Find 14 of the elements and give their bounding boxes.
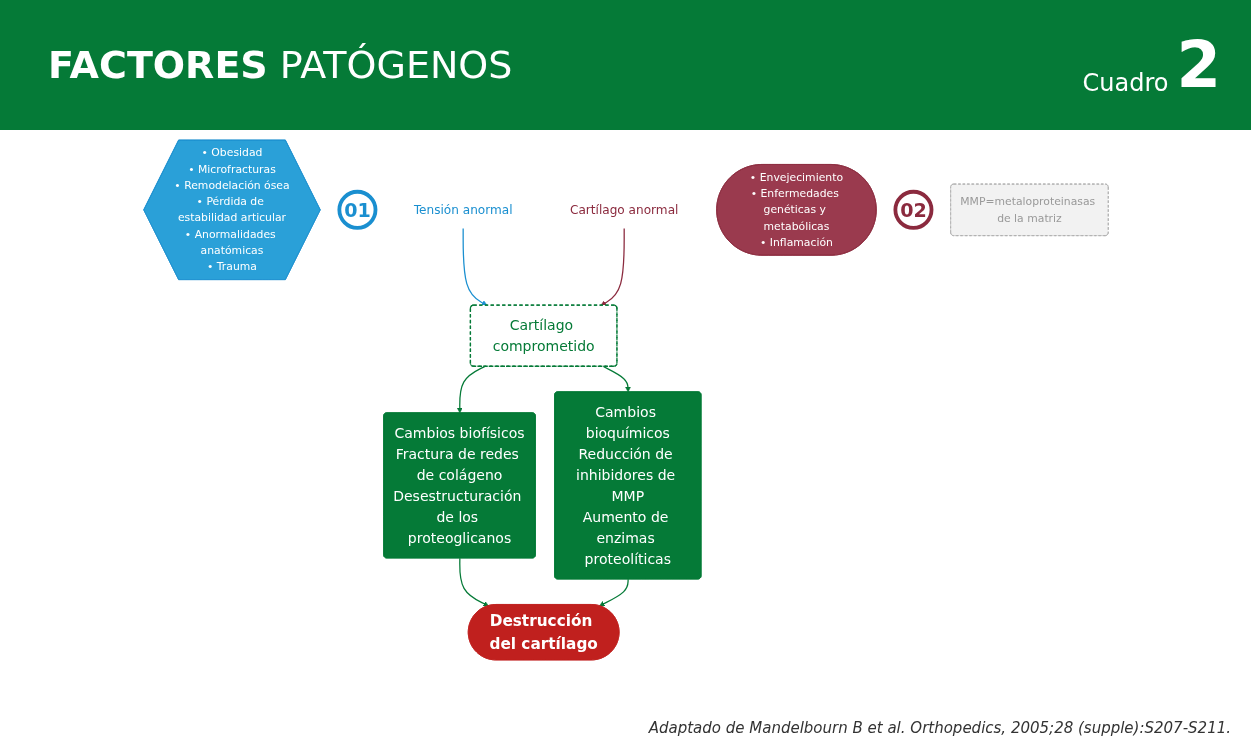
caption: Adaptado de Mandelbourn B et al. Orthopedics, 2005;28 (supple):S207-S211. bbox=[648, 719, 1231, 737]
box-number: 2 bbox=[1176, 33, 1221, 97]
box-label: Cuadro bbox=[1082, 69, 1169, 97]
arrow bbox=[458, 557, 489, 607]
node-text: Tensión anormal bbox=[413, 202, 513, 217]
node-text: Cartílago anormal bbox=[569, 202, 678, 217]
arrow bbox=[456, 365, 485, 414]
title: FACTORES PATÓGENOS bbox=[48, 43, 513, 87]
node-circle: 01 bbox=[336, 189, 377, 230]
arrow bbox=[598, 578, 629, 607]
arrow bbox=[462, 227, 487, 306]
arrow bbox=[602, 365, 631, 393]
arrow bbox=[600, 227, 625, 306]
node-circle: 02 bbox=[892, 189, 933, 230]
